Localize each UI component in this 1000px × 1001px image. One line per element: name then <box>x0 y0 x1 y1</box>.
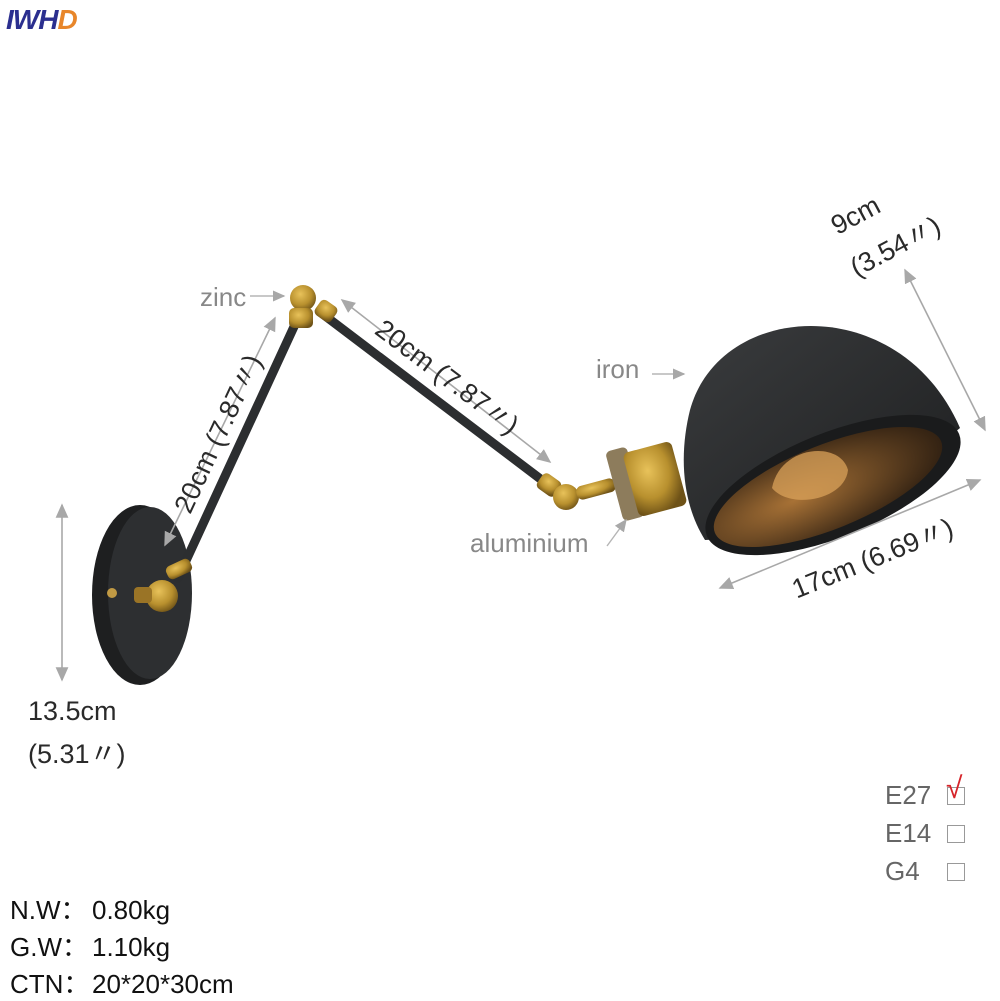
shade-joint <box>536 473 616 510</box>
checkbox-e14[interactable] <box>947 824 965 843</box>
shade-width-dimension-arrow <box>718 478 982 590</box>
bulb-option-e27: E27 √ <box>885 773 965 811</box>
spec-net-weight: N.W：0.80kg <box>10 895 171 925</box>
bulb-option-e14: E14 <box>885 818 965 849</box>
spec-carton-size: CTN：20*20*30cm <box>10 969 234 999</box>
aluminium-pointer-arrow <box>606 518 627 547</box>
bulb-option-g4: G4 <box>885 856 965 887</box>
checkbox-g4[interactable] <box>947 862 965 881</box>
base-joint <box>134 558 193 612</box>
aluminium-socket <box>606 442 687 521</box>
checkbox-e27[interactable]: √ <box>946 773 965 805</box>
base-height-in-label: (5.31〃) <box>28 739 126 769</box>
base-height-cm-label: 13.5cm <box>28 696 117 726</box>
material-label-aluminium: aluminium <box>470 528 589 558</box>
upper-arm-dimension-arrow <box>340 299 552 463</box>
upper-arm <box>315 307 560 495</box>
elbow-joint-zinc <box>289 285 338 328</box>
shade-height-dimension-arrow <box>904 268 986 432</box>
brand-logo: IWHD <box>6 4 78 35</box>
lower-arm-dimension-arrow <box>164 316 276 547</box>
spec-gross-weight: G.W：1.10kg <box>10 932 171 962</box>
material-label-iron: iron <box>596 354 640 384</box>
check-mark-icon: √ <box>946 771 963 805</box>
material-label-zinc: zinc <box>200 282 247 312</box>
